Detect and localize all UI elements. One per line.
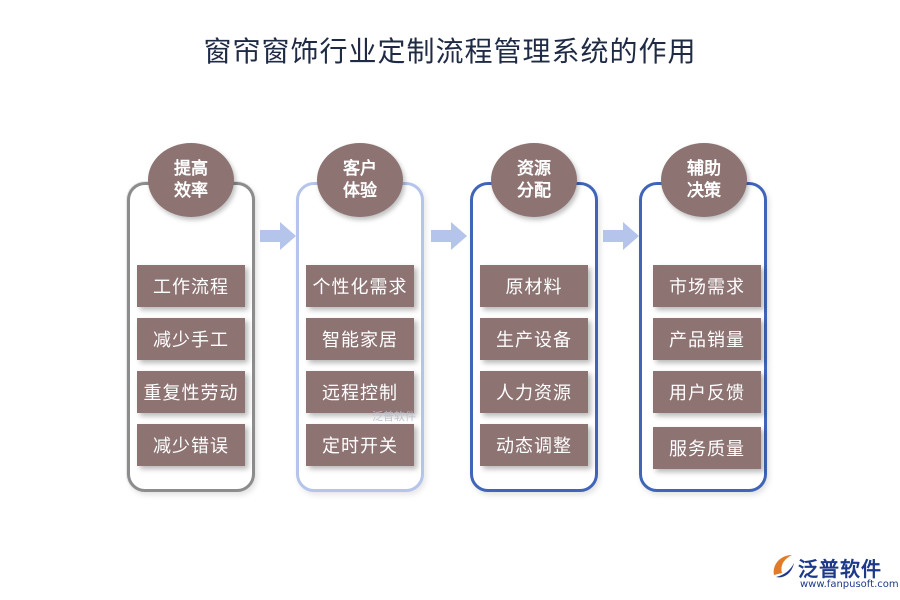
badge-line: 资源 bbox=[517, 159, 551, 179]
column-head-badge: 提高 效率 bbox=[148, 143, 234, 217]
badge-line: 客户 bbox=[343, 159, 377, 179]
list-item: 减少手工 bbox=[137, 318, 245, 360]
list-item: 产品销量 bbox=[653, 318, 761, 360]
badge-line: 效率 bbox=[174, 181, 208, 201]
list-item: 定时开关 bbox=[306, 424, 414, 466]
list-item: 生产设备 bbox=[480, 318, 588, 360]
list-item: 工作流程 bbox=[137, 265, 245, 307]
badge-line: 提高 bbox=[174, 159, 208, 179]
badge-line: 辅助 bbox=[687, 159, 721, 179]
list-item: 动态调整 bbox=[480, 424, 588, 466]
arrow-right-icon bbox=[431, 222, 467, 250]
column-head-badge: 资源 分配 bbox=[491, 143, 577, 217]
logo-url: www.fanpusoft.com bbox=[800, 579, 899, 590]
badge-line: 分配 bbox=[517, 181, 551, 201]
arrow-right-icon bbox=[603, 222, 639, 250]
badge-line: 决策 bbox=[687, 181, 721, 201]
list-item: 市场需求 bbox=[653, 265, 761, 307]
list-item: 智能家居 bbox=[306, 318, 414, 360]
list-item: 减少错误 bbox=[137, 424, 245, 466]
badge-line: 体验 bbox=[343, 181, 377, 201]
list-item: 用户反馈 bbox=[653, 371, 761, 413]
logo-icon bbox=[773, 555, 794, 578]
watermark: 泛普软件 bbox=[372, 408, 416, 424]
list-item: 人力资源 bbox=[480, 371, 588, 413]
list-item: 原材料 bbox=[480, 265, 588, 307]
list-item: 远程控制 bbox=[306, 371, 414, 413]
brand-logo: 泛普软件 www.fanpusoft.com bbox=[770, 551, 899, 596]
arrow-right-icon bbox=[260, 222, 296, 250]
list-item: 服务质量 bbox=[653, 427, 761, 469]
watermark-text: 泛普软件 bbox=[372, 410, 416, 423]
page-title: 窗帘窗饰行业定制流程管理系统的作用 bbox=[203, 35, 697, 68]
column-head-badge: 辅助 决策 bbox=[661, 143, 747, 217]
logo-name: 泛普软件 bbox=[798, 557, 882, 581]
list-item: 个性化需求 bbox=[306, 265, 414, 307]
column-head-badge: 客户 体验 bbox=[317, 143, 403, 217]
list-item: 重复性劳动 bbox=[137, 371, 245, 413]
